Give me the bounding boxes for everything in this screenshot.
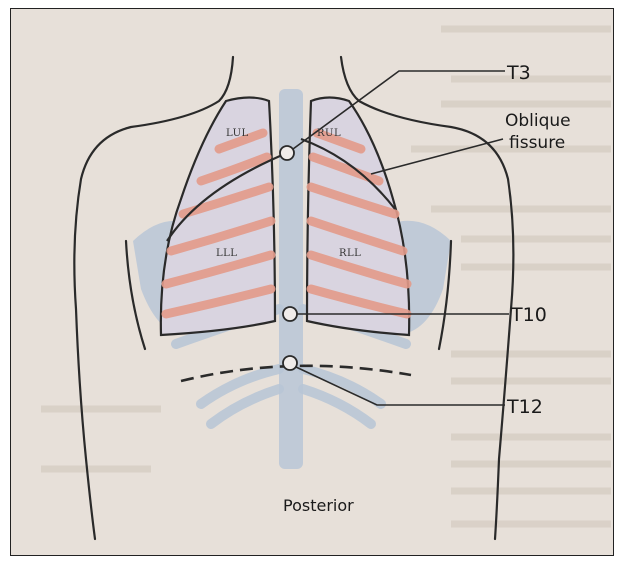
view-caption: Posterior (283, 496, 354, 515)
fissure-leader (371, 139, 503, 174)
diagram-frame: LUL RUL LLL RLL T3 Oblique fissure T10 T… (10, 8, 614, 556)
t3-marker (280, 146, 294, 160)
label-t10: T10 (510, 304, 547, 326)
label-fissure: fissure (509, 133, 565, 153)
t10-marker (283, 307, 297, 321)
lobe-label-rul: RUL (317, 128, 341, 139)
label-t12: T12 (506, 396, 543, 418)
label-oblique: Oblique (505, 111, 571, 131)
t12-marker (283, 356, 297, 370)
left-lung (161, 98, 287, 336)
spine (279, 89, 303, 469)
lobe-label-rll: RLL (339, 248, 361, 259)
posterior-chest-diagram: LUL RUL LLL RLL T3 Oblique fissure T10 T… (11, 9, 614, 556)
label-t3: T3 (506, 62, 531, 84)
lobe-label-lll: LLL (216, 248, 237, 259)
lobe-label-lul: LUL (226, 128, 249, 139)
